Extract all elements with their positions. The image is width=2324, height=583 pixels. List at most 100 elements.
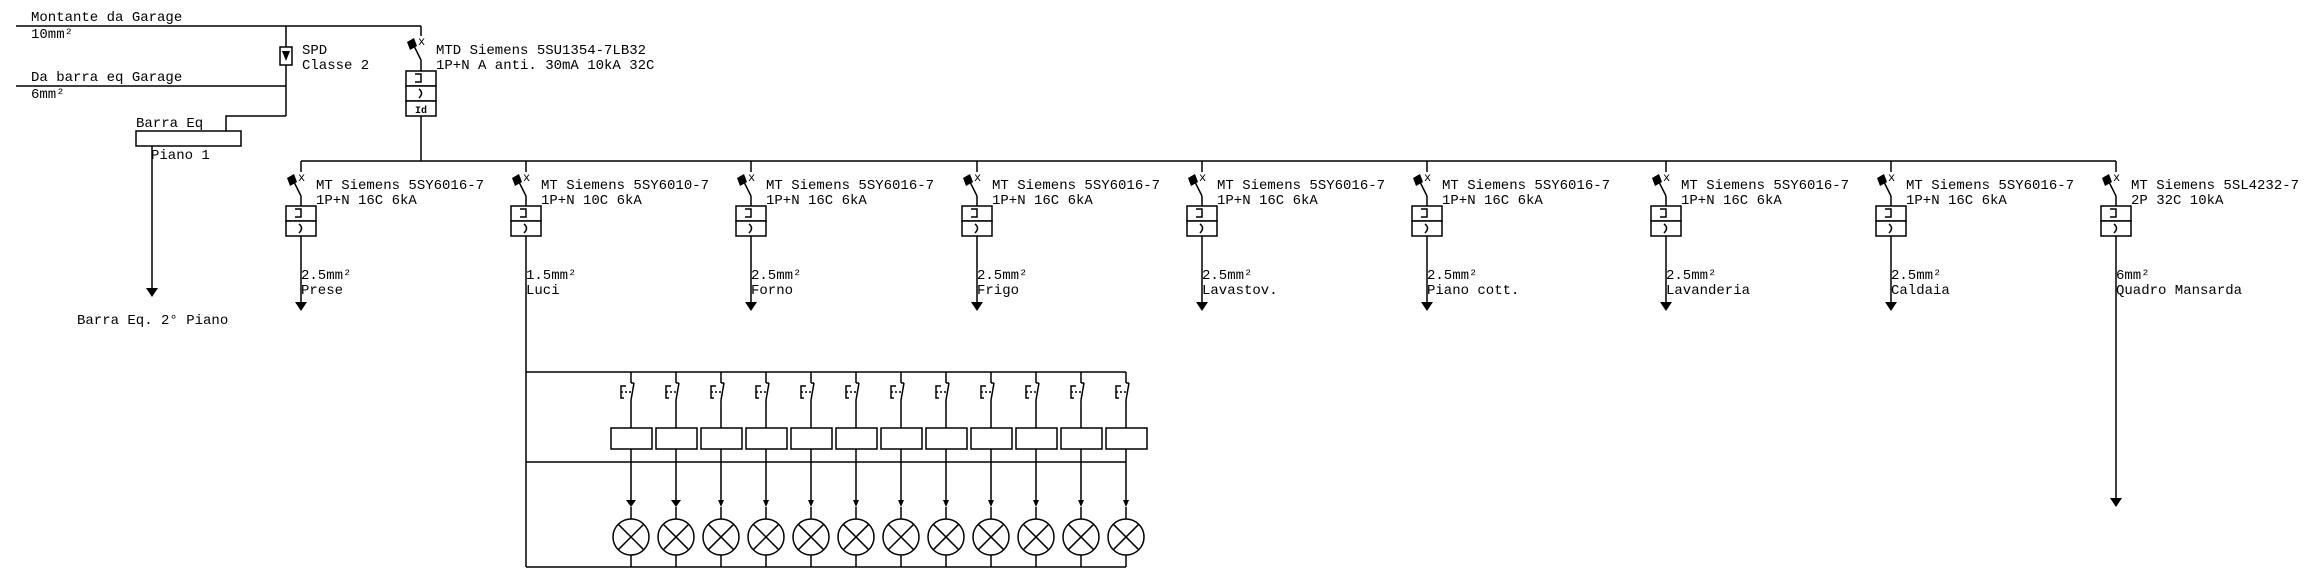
branch-load-label: Luci bbox=[526, 283, 560, 299]
arrow-down-icon bbox=[295, 302, 307, 311]
branch-cable-section: 6mm² bbox=[2116, 268, 2150, 284]
arrow-down-icon bbox=[988, 500, 994, 507]
trip-mark: x bbox=[2113, 171, 2120, 185]
branch-load-label: Quadro Mansarda bbox=[2116, 283, 2242, 299]
pb-blade bbox=[720, 382, 725, 401]
pushbutton-icon bbox=[1070, 382, 1085, 401]
pb-blade bbox=[765, 382, 770, 401]
arrow-down-icon bbox=[1078, 500, 1084, 507]
lamp-icon bbox=[837, 518, 875, 556]
lamp-cross bbox=[752, 523, 780, 551]
arrow-down-icon bbox=[898, 500, 904, 507]
breaker-switch-icon: x bbox=[512, 171, 530, 197]
lamp-icon bbox=[1062, 518, 1100, 556]
lamp-circuit bbox=[610, 372, 653, 567]
lamp-icon bbox=[1107, 518, 1145, 556]
arrow-down-icon bbox=[971, 302, 983, 311]
thermal-trip-glyph bbox=[2113, 223, 2118, 234]
arrow-down-icon bbox=[1885, 302, 1897, 311]
switch-blade bbox=[292, 179, 302, 197]
branch-breaker-model: MT Siemens 5SY6016-7 bbox=[766, 178, 934, 194]
lamp-cross bbox=[842, 523, 870, 551]
lamp-cross bbox=[662, 523, 690, 551]
trip-mark: x bbox=[1424, 171, 1431, 185]
relay-coil-icon bbox=[1060, 427, 1103, 450]
branch-load-label: Prese bbox=[301, 283, 343, 299]
pb-blade bbox=[1125, 382, 1130, 401]
pushbutton-icon bbox=[980, 382, 995, 401]
lamp-icon bbox=[702, 518, 740, 556]
breaker-switch-icon: x bbox=[2102, 171, 2120, 197]
thermal-trip-glyph bbox=[974, 223, 979, 234]
branch-cable-section: 2.5mm² bbox=[1891, 268, 1941, 284]
lamp-circuit bbox=[745, 372, 788, 567]
lamp-cross bbox=[797, 523, 825, 551]
pb-blade bbox=[900, 382, 905, 401]
lamp-cross bbox=[1067, 523, 1095, 551]
lamp-cross bbox=[887, 523, 915, 551]
branch-cable-section: 2.5mm² bbox=[1666, 268, 1716, 284]
arrow-down-icon bbox=[1421, 302, 1433, 311]
switch-blade bbox=[1882, 179, 1892, 197]
switch-blade bbox=[1193, 179, 1203, 197]
lamp-circuit bbox=[1105, 372, 1148, 567]
magnetic-trip-glyph bbox=[2110, 208, 2117, 218]
lamp-icon bbox=[612, 518, 650, 556]
trip-mark: x bbox=[974, 171, 981, 185]
lamp-icon bbox=[747, 518, 785, 556]
switch-blade bbox=[742, 179, 752, 197]
trip-mark: x bbox=[748, 171, 755, 185]
relay-coil-icon bbox=[835, 427, 878, 450]
arrow-down-icon bbox=[146, 288, 158, 297]
breaker-switch-icon: x bbox=[1413, 171, 1431, 197]
branch-load-label: Caldaia bbox=[1891, 283, 1950, 299]
pushbutton-icon bbox=[1025, 382, 1040, 401]
trip-mark: x bbox=[298, 171, 305, 185]
thermal-trip-glyph bbox=[1199, 223, 1204, 234]
pb-blade bbox=[630, 382, 635, 401]
barra-garage-section: 6mm² bbox=[31, 87, 65, 103]
montante-section: 10mm² bbox=[31, 27, 73, 43]
magnetic-trip-glyph bbox=[1660, 208, 1667, 218]
lamp-cross bbox=[707, 523, 735, 551]
branch-breaker-model: MT Siemens 5SY6016-7 bbox=[1442, 178, 1610, 194]
arrow-down-icon bbox=[718, 500, 724, 507]
lamp-circuit bbox=[655, 372, 698, 567]
branch-cable-section: 2.5mm² bbox=[977, 268, 1027, 284]
arrow-down-icon bbox=[671, 500, 681, 507]
rcd-mark: Id bbox=[415, 105, 427, 117]
main-breaker-spec: 1P+N A anti. 30mA 10kA 32C bbox=[436, 58, 654, 74]
pushbutton-icon bbox=[800, 382, 815, 401]
branch-breaker-spec: 1P+N 10C 6kA bbox=[541, 193, 642, 209]
pushbutton-icon bbox=[755, 382, 770, 401]
pb-blade bbox=[1035, 382, 1040, 401]
branch-load-label: Lavanderia bbox=[1666, 283, 1750, 299]
arrow-down-icon bbox=[1196, 302, 1208, 311]
magnetic-trip-glyph bbox=[1421, 208, 1428, 218]
lamp-cross bbox=[617, 523, 645, 551]
lamp-cross bbox=[932, 523, 960, 551]
thermal-trip-glyph bbox=[523, 223, 528, 234]
branch-load-label: Lavastov. bbox=[1202, 283, 1278, 299]
lamp-cross bbox=[977, 523, 1005, 551]
branch-cable-section: 1.5mm² bbox=[526, 268, 576, 284]
barra-eq-downstream: Barra Eq. 2° Piano bbox=[77, 313, 228, 329]
thermal-trip-glyph bbox=[1663, 223, 1668, 234]
relay-coil-icon bbox=[1015, 427, 1058, 450]
pushbutton-icon bbox=[665, 382, 680, 401]
pb-blade bbox=[1080, 382, 1085, 401]
lamp-circuit bbox=[1015, 372, 1058, 567]
spd-icon bbox=[279, 46, 293, 66]
arrow-down-icon bbox=[1660, 302, 1672, 311]
arrow-down-icon bbox=[943, 500, 949, 507]
svg-text:x: x bbox=[418, 35, 425, 49]
pb-blade bbox=[855, 382, 860, 401]
lamp-circuit bbox=[970, 372, 1013, 567]
branch-breaker-spec: 1P+N 16C 6kA bbox=[992, 193, 1093, 209]
barra-eq-floor: Piano 1 bbox=[151, 148, 210, 164]
trip-mark: x bbox=[1663, 171, 1670, 185]
